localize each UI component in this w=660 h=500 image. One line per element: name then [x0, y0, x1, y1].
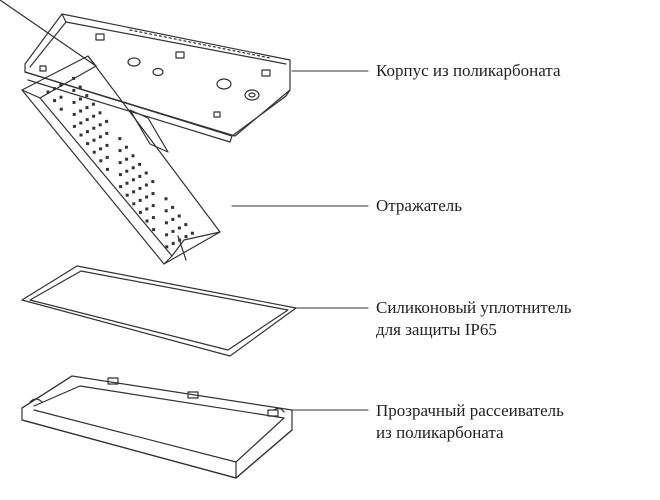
reflector-hole	[131, 154, 135, 158]
reflector-hole	[79, 109, 83, 113]
reflector-hole	[91, 102, 95, 106]
reflector-hole	[144, 183, 148, 187]
reflector-hole	[145, 195, 149, 199]
reflector-hole	[178, 238, 182, 242]
reflector-hole	[125, 169, 129, 173]
reflector-hole	[125, 181, 129, 185]
reflector-hole	[171, 229, 175, 233]
reflector-hole	[165, 245, 169, 249]
reflector-hole	[164, 197, 168, 201]
reflector-hole	[125, 193, 129, 197]
reflector-hole	[177, 214, 181, 218]
reflector-hole	[171, 205, 175, 209]
reflector-hole	[85, 106, 89, 110]
reflector-hole	[85, 94, 89, 98]
reflector-hole	[171, 217, 175, 221]
reflector-hole	[92, 150, 96, 154]
reflector-hole	[99, 159, 103, 163]
reflector-hole	[79, 121, 83, 125]
reflector-hole	[151, 180, 155, 184]
reflector-hole	[138, 198, 142, 202]
reflector-hole	[164, 221, 168, 225]
reflector-hole	[72, 112, 76, 116]
reflector-hole	[144, 171, 148, 175]
reflector-hole	[78, 85, 82, 89]
reflector-hole	[119, 185, 123, 189]
leader-lines	[231, 70, 369, 411]
reflector-hole	[78, 97, 82, 101]
reflector-hole	[59, 95, 63, 99]
reflector-hole	[125, 157, 129, 161]
reflector-hole	[59, 83, 63, 87]
reflector-hole	[105, 143, 109, 147]
reflector-hole	[59, 107, 63, 111]
reflector-hole	[145, 207, 149, 211]
reflector-hole	[138, 186, 142, 190]
reflector-hole	[85, 118, 89, 122]
reflector-hole	[152, 228, 156, 232]
reflector-hole	[138, 210, 142, 214]
label-reflector-text: Отражатель	[376, 196, 463, 215]
reflector-hole	[105, 131, 109, 135]
silicone-gasket	[21, 265, 297, 357]
reflector-hole	[72, 124, 76, 128]
reflector-hole	[72, 76, 76, 80]
reflector-hole	[151, 192, 155, 196]
reflector-hole	[105, 155, 109, 159]
reflector-hole	[190, 231, 194, 235]
label-housing: Корпус из поликарбоната	[376, 60, 561, 82]
reflector-hole	[132, 190, 136, 194]
reflector-hole	[86, 142, 90, 146]
reflector-hole	[92, 114, 96, 118]
label-reflector: Отражатель	[376, 195, 462, 217]
label-gasket-line2: для защиты IP65	[376, 320, 497, 339]
reflector-hole	[118, 161, 122, 165]
reflector-hole	[171, 241, 175, 245]
reflector-hole	[46, 90, 50, 94]
reflector-hole	[151, 216, 155, 220]
reflector-hole	[105, 167, 109, 171]
reflector-hole	[145, 219, 149, 223]
reflector-hole	[138, 162, 142, 166]
reflector-hole	[79, 133, 83, 137]
reflector-hole	[131, 166, 135, 170]
reflector-hole	[52, 87, 56, 91]
reflector-hole	[138, 174, 142, 178]
reflector-hole	[184, 223, 188, 227]
reflector-hole	[99, 147, 103, 151]
reflector-hole	[118, 173, 122, 177]
label-diffuser: Прозрачный рассеиватель из поликарбоната	[376, 400, 564, 444]
reflector-hole	[85, 130, 89, 134]
label-gasket: Силиконовый уплотнитель для защиты IP65	[376, 297, 572, 341]
reflector-hole	[98, 123, 102, 127]
polycarbonate-diffuser	[21, 375, 293, 479]
reflector-hole	[92, 138, 96, 142]
reflector-hole	[151, 204, 155, 208]
label-housing-text: Корпус из поликарбоната	[376, 61, 561, 80]
reflector-hole	[53, 99, 57, 103]
label-gasket-line1: Силиконовый уплотнитель	[376, 298, 572, 317]
reflector-hole	[98, 135, 102, 139]
reflector-hole	[131, 178, 135, 182]
reflector	[0, 0, 221, 265]
reflector-hole	[165, 233, 169, 237]
reflector-hole	[177, 226, 181, 230]
reflector-hole	[118, 137, 122, 141]
label-diffuser-line2: из поликарбоната	[376, 423, 504, 442]
label-diffuser-line1: Прозрачный рассеиватель	[376, 401, 564, 420]
reflector-hole	[72, 88, 76, 92]
reflector-hole	[92, 126, 96, 130]
reflector-perforation	[46, 76, 194, 249]
polycarbonate-housing	[24, 13, 291, 143]
reflector-hole	[132, 202, 136, 206]
reflector-hole	[184, 235, 188, 239]
reflector-hole	[118, 149, 122, 153]
reflector-hole	[105, 119, 109, 123]
reflector-hole	[72, 100, 76, 104]
reflector-hole	[124, 145, 128, 149]
reflector-hole	[98, 111, 102, 115]
reflector-hole	[164, 209, 168, 213]
